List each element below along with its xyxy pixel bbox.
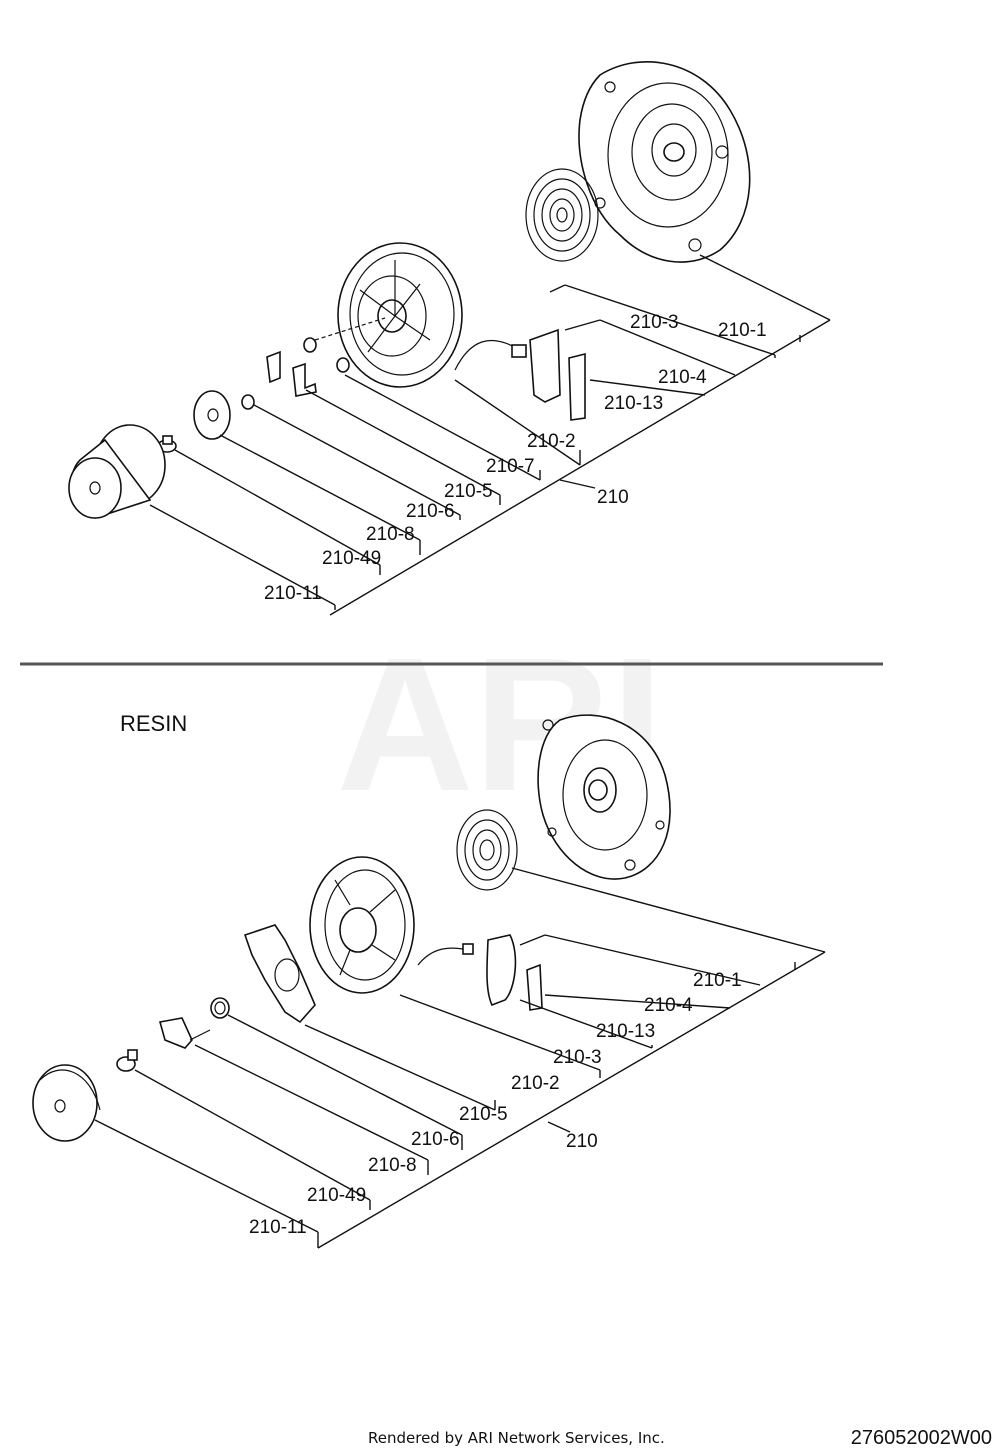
label-210-1: 210-1 (718, 320, 767, 341)
footer-diagram-code: 276052002W00 (850, 1427, 992, 1449)
label-210-5: 210-5 (459, 1104, 508, 1125)
section-title-resin: RESIN (120, 711, 187, 736)
part-reel[interactable] (337, 242, 463, 388)
part-recoil-housing[interactable] (578, 61, 751, 263)
label-210-2: 210-2 (527, 431, 576, 452)
part-small-spring[interactable] (210, 997, 230, 1019)
label-210-8: 210-8 (366, 524, 415, 545)
label-210-11: 210-11 (249, 1217, 307, 1238)
label-210-49: 210-49 (322, 548, 381, 569)
label-210-13: 210-13 (596, 1021, 655, 1042)
part-pawl[interactable] (158, 1017, 211, 1049)
part-ratchet[interactable] (243, 924, 316, 1024)
leader-lines-top (149, 254, 831, 616)
label-210-3: 210-3 (553, 1047, 602, 1068)
section-resin: RESIN (32, 711, 826, 1249)
part-reel[interactable] (309, 856, 415, 994)
part-rope-handle[interactable] (417, 934, 543, 1011)
label-210-4: 210-4 (644, 995, 693, 1016)
part-recoil-spring[interactable] (525, 168, 599, 262)
label-210-4: 210-4 (658, 367, 707, 388)
part-starter-cup[interactable] (68, 424, 166, 519)
label-210-3: 210-3 (630, 312, 679, 333)
leader-lines-resin (94, 867, 826, 1249)
label-210-13: 210-13 (604, 393, 663, 414)
label-210-6: 210-6 (406, 501, 455, 522)
label-210-11: 210-11 (264, 583, 322, 604)
part-washer[interactable] (193, 390, 231, 440)
label-210-1: 210-1 (693, 970, 742, 991)
label-210-6: 210-6 (411, 1129, 460, 1150)
part-recoil-spring[interactable] (456, 809, 518, 891)
label-210: 210 (566, 1131, 598, 1152)
part-bolt[interactable] (116, 1049, 138, 1072)
part-rope-handle[interactable] (454, 328, 586, 421)
part-small-springs[interactable] (241, 317, 386, 410)
part-starter-cup[interactable] (32, 1064, 101, 1142)
label-210: 210 (597, 487, 629, 508)
label-210-49: 210-49 (307, 1185, 366, 1206)
label-210-2: 210-2 (511, 1073, 560, 1094)
label-210-7: 210-7 (486, 456, 535, 477)
part-recoil-housing[interactable] (537, 714, 671, 880)
label-210-8: 210-8 (368, 1155, 417, 1176)
label-210-5: 210-5 (444, 481, 493, 502)
section-top: 210-1 210-3 210-4 210-13 210-2 210-7 210… (68, 61, 831, 616)
footer-rendered-by: Rendered by ARI Network Services, Inc. (368, 1429, 665, 1447)
